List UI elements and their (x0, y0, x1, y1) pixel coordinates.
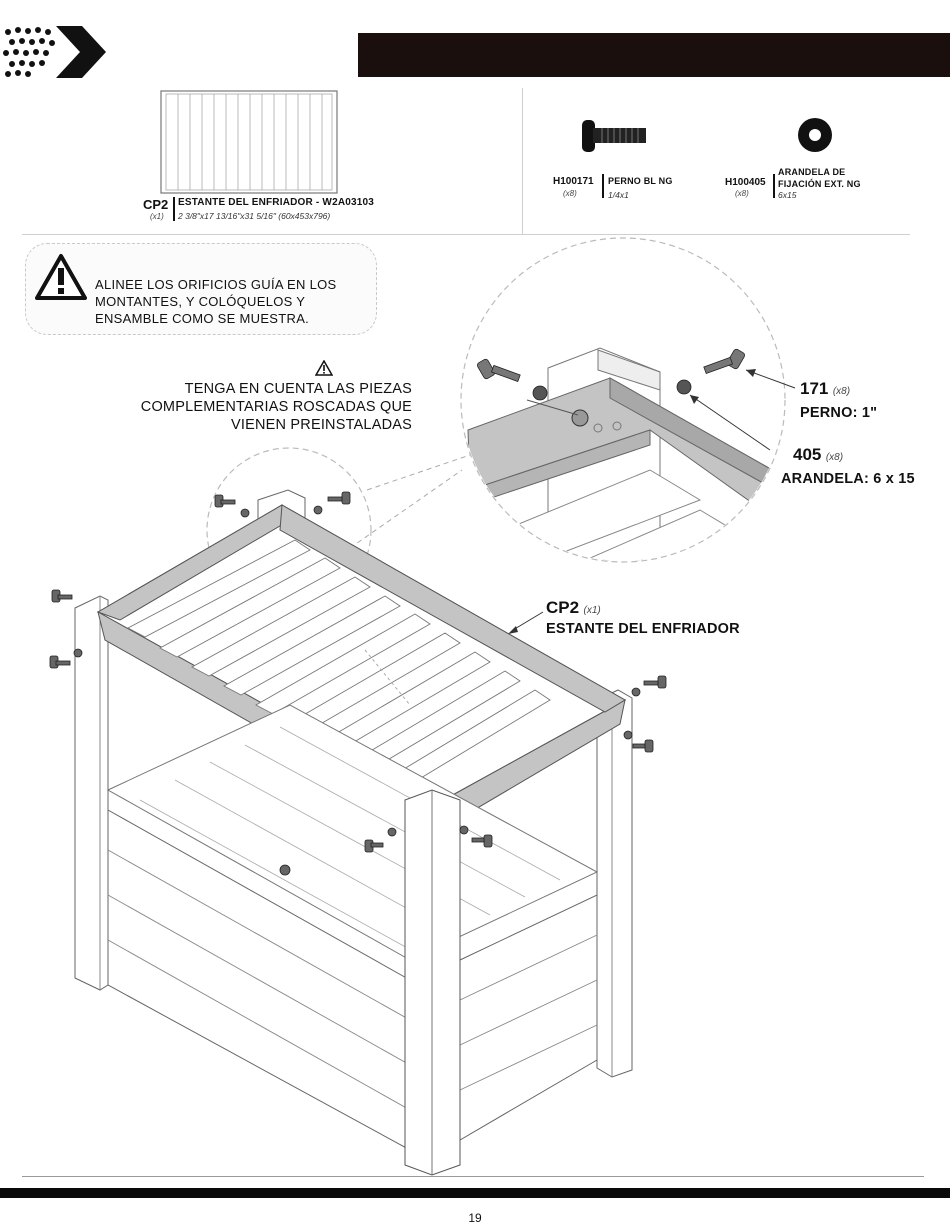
warning-box (25, 243, 377, 335)
warning-line-2: MONTANTES, Y COLÓQUELOS Y (95, 294, 306, 309)
bolt-part-divider (602, 174, 604, 198)
preinstalled-note: TENGA EN CUENTA LAS PIEZAS COMPLEMENTARI… (90, 380, 412, 434)
shelf-part-qty: (x1) (150, 212, 164, 221)
washer-callout-number: 405 (793, 445, 822, 464)
bolt-part-qty: (x8) (563, 189, 577, 198)
footer-bar (0, 1188, 950, 1198)
bolt-part-name: PERNO BL NG (608, 176, 673, 186)
note-line-2: COMPLEMENTARIAS ROSCADAS QUE (140, 399, 412, 415)
washer-callout: 405 (x8) (793, 445, 843, 465)
small-warning-icon (315, 360, 333, 376)
parts-divider-horizontal (22, 234, 910, 235)
header-bar (358, 33, 950, 77)
washer-part-name-line2: FIJACIÓN EXT. NG (778, 179, 861, 189)
washer-callout-qty: (x8) (825, 452, 844, 463)
washer-part-size: 6x15 (778, 190, 797, 200)
bolt-part-size: 1/4x1 (608, 190, 629, 200)
bolt-callout-label: PERNO: 1" (800, 405, 878, 421)
bolt-callout-number: 171 (800, 379, 829, 398)
bottom-rule (22, 1176, 924, 1177)
warning-line-1: ALINEE LOS ORIFICIOS GUÍA EN LOS (95, 277, 337, 292)
washer-part-name-line1: ARANDELA DE (778, 167, 846, 177)
brand-logo (3, 26, 106, 78)
shelf-part-code: CP2 (143, 197, 169, 212)
washer-part-divider (773, 174, 775, 198)
washer-part-qty: (x8) (735, 189, 749, 198)
washer-icon (798, 118, 832, 152)
shelf-part-divider (173, 197, 175, 221)
bolt-part-code: H100171 (553, 176, 594, 187)
washer-callout-label: ARANDELA: 6 x 15 (781, 471, 915, 487)
shelf-callout-number: CP2 (546, 598, 580, 617)
note-line-3: VIENEN PREINSTALADAS (230, 417, 412, 433)
shelf-callout: CP2 (x1) (546, 598, 601, 618)
warning-text: ALINEE LOS ORIFICIOS GUÍA EN LOS MONTANT… (95, 276, 337, 327)
shelf-part-illustration (160, 90, 338, 194)
shelf-part-dimensions: 2 3/8"x17 13/16"x31 5/16" (60x453x796) (178, 211, 331, 221)
parts-divider-vertical (522, 88, 523, 234)
bolt-callout-qty: (x8) (832, 386, 851, 397)
assembly-diagram (49, 237, 796, 1176)
bolt-icon (582, 120, 646, 152)
warning-icon (35, 254, 87, 300)
detail-zoom-circle (349, 237, 796, 563)
shelf-callout-qty: (x1) (583, 605, 601, 616)
bolt-callout: 171 (x8) (800, 379, 850, 399)
shelf-callout-label: ESTANTE DEL ENFRIADOR (546, 621, 740, 637)
warning-line-3: ENSAMBLE COMO SE MUESTRA. (95, 311, 310, 326)
note-line-1: TENGA EN CUENTA LAS PIEZAS (184, 381, 412, 397)
page-number: 19 (468, 1211, 482, 1225)
shelf-part-name: ESTANTE DEL ENFRIADOR - W2A03103 (178, 197, 375, 208)
washer-part-code: H100405 (725, 177, 766, 188)
